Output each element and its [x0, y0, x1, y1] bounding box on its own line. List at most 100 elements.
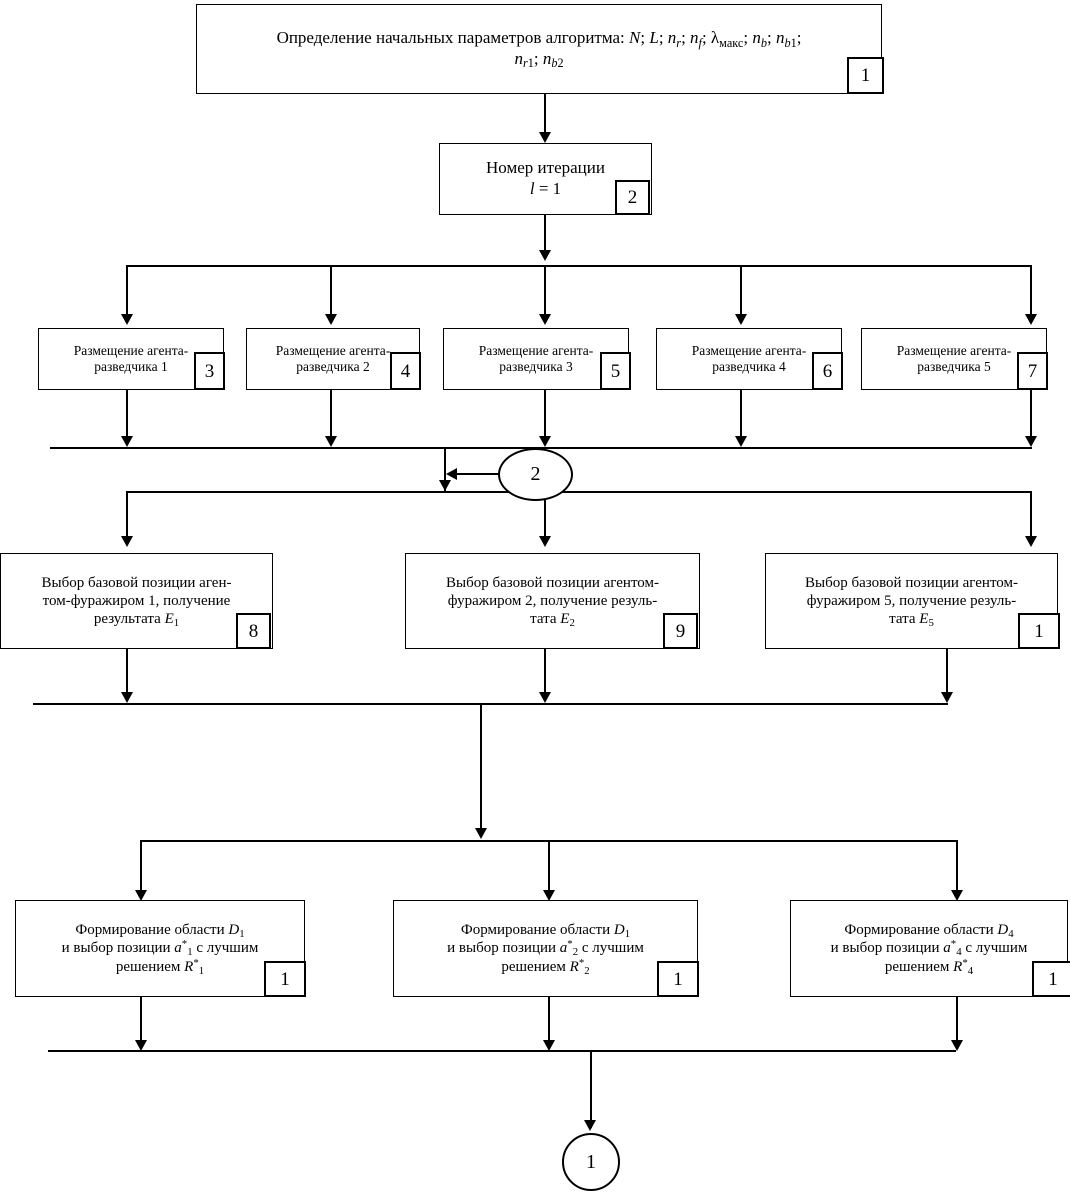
arrowhead-merge-to-connector-1 [584, 1120, 596, 1131]
connector-out-1: 1 [562, 1133, 620, 1191]
arrowhead-forager-5-to-bus [941, 692, 953, 703]
scout-4-line-1: Размещение агента- [691, 342, 807, 358]
arrowhead-bus-to-region-2 [543, 890, 555, 901]
arrowhead-scout-5-to-bus [1025, 436, 1037, 447]
node-region-2-text: Формирование области D1 и выбор позиции … [447, 922, 644, 977]
node-iteration-number: Номер итерации l = 1 [439, 143, 652, 215]
arrowhead-scout-1-to-bus [121, 436, 133, 447]
badge-step-9: 9 [663, 613, 698, 649]
bus-distribute-foragers [126, 491, 1032, 493]
bus-collect-foragers [33, 703, 948, 705]
arrowhead-bus-to-forager-5 [1025, 536, 1037, 547]
badge-step-1: 1 [847, 57, 884, 94]
badge-step-11: 1 [264, 961, 306, 997]
scout-5-line-1: Размещение агента- [896, 342, 1012, 358]
arrowhead-region-2-to-bus [543, 1040, 555, 1051]
scout-3-line-1: Размещение агента- [478, 342, 594, 358]
arrowhead-foragers-merge-drop [475, 828, 487, 839]
edge-bus-to-scout-4 [740, 265, 742, 317]
arrowhead-merge-to-bus-foragers [439, 480, 451, 491]
badge-step-12: 1 [657, 961, 699, 997]
arrowhead-bus-to-forager-1 [121, 536, 133, 547]
node-scout-4: Размещение агента- разведчика 4 [656, 328, 842, 390]
badge-step-3: 3 [194, 352, 225, 390]
node-initial-parameters-text: Определение начальных параметров алгорит… [276, 28, 802, 71]
arrowhead-scout-3-to-bus [539, 436, 551, 447]
arrowhead-forager-2-to-bus [539, 692, 551, 703]
edge-scout-3-to-bus [544, 390, 546, 440]
edge-region-2-to-bus [548, 997, 550, 1045]
node-forager-2-text: Выбор базовой позиции агентом-фуражиром … [445, 574, 660, 630]
edge-region-1-to-bus [140, 997, 142, 1045]
edge-forager-5-to-bus [946, 649, 948, 697]
edge-bus-to-scout-5 [1030, 265, 1032, 317]
bus-distribute-scouts [126, 265, 1032, 267]
edge-scout-1-to-bus [126, 390, 128, 440]
edge-bus-to-region-4 [956, 840, 958, 896]
edge-iteration-to-bus [544, 215, 546, 253]
node-forager-1-text: Выбор базовой позиции аген-том-фуражиром… [41, 574, 232, 630]
bus-collect-scouts [50, 447, 1032, 449]
scout-1-line-2: разведчика 1 [94, 359, 168, 374]
badge-step-10: 1 [1018, 613, 1060, 649]
node-iteration-number-text: Номер итерации l = 1 [486, 158, 605, 198]
badge-step-13: 1 [1032, 961, 1070, 997]
edge-bus-to-forager-1 [126, 491, 128, 541]
scout-2-line-1: Размещение агента- [275, 342, 391, 358]
arrowhead-scout-2-to-bus [325, 436, 337, 447]
edge-bus-to-scout-3 [544, 265, 546, 317]
node-region-4-text: Формирование области D4 и выбор позиции … [830, 922, 1028, 977]
node-scout-1: Размещение агента- разведчика 1 [38, 328, 224, 390]
arrowhead-bus-to-region-4 [951, 890, 963, 901]
edge-merge-to-bus-foragers [444, 447, 446, 492]
node-initial-parameters: Определение начальных параметров алгорит… [196, 4, 882, 94]
badge-step-2: 2 [615, 180, 650, 215]
arrowhead-forager-1-to-bus [121, 692, 133, 703]
arrowhead-bus-to-region-1 [135, 890, 147, 901]
edge-scout-2-to-bus [330, 390, 332, 440]
edge-start-to-iteration [544, 94, 546, 136]
badge-step-8: 8 [236, 613, 271, 649]
badge-step-4: 4 [390, 352, 421, 390]
edge-bus-to-scout-2 [330, 265, 332, 317]
edge-forager-2-to-bus [544, 649, 546, 697]
scout-5-line-2: разведчика 5 [917, 359, 991, 374]
arrowhead-bus-to-scout-3 [539, 314, 551, 325]
badge-step-5: 5 [600, 352, 631, 390]
node-scout-5-text: Размещение агента- разведчика 5 [868, 343, 1040, 376]
iteration-line-1: Номер итерации [486, 158, 605, 178]
bus-collect-regions [48, 1050, 956, 1052]
edge-bus-to-forager-2 [544, 491, 546, 541]
edge-scout-5-to-bus [1030, 390, 1032, 440]
node-forager-5: Выбор базовой позиции агентом-фуражиром … [765, 553, 1058, 649]
arrowhead-start-to-iteration [539, 132, 551, 143]
node-region-4: Формирование области D4 и выбор позиции … [790, 900, 1068, 997]
node-scout-3-text: Размещение агента- разведчика 3 [450, 343, 622, 376]
node-scout-3: Размещение агента- разведчика 3 [443, 328, 629, 390]
edge-connector-2-to-merge [456, 473, 501, 475]
arrowhead-iteration-to-bus [539, 250, 551, 261]
arrowhead-bus-to-scout-2 [325, 314, 337, 325]
node-forager-1: Выбор базовой позиции аген-том-фуражиром… [0, 553, 273, 649]
arrowhead-region-1-to-bus [135, 1040, 147, 1051]
edge-scout-4-to-bus [740, 390, 742, 440]
node-region-1: Формирование области D1 и выбор позиции … [15, 900, 305, 997]
node-scout-2-text: Размещение агента- разведчика 2 [253, 343, 413, 376]
node-scout-4-text: Размещение агента- разведчика 4 [663, 343, 835, 376]
arrowhead-region-4-to-bus [951, 1040, 963, 1051]
arrowhead-connector-2-to-merge [446, 468, 457, 480]
node-region-2: Формирование области D1 и выбор позиции … [393, 900, 698, 997]
badge-step-6: 6 [812, 352, 843, 390]
arrowhead-scout-4-to-bus [735, 436, 747, 447]
edge-forager-1-to-bus [126, 649, 128, 697]
badge-step-7: 7 [1017, 352, 1048, 390]
arrowhead-bus-to-scout-5 [1025, 314, 1037, 325]
edge-foragers-merge-drop [480, 703, 482, 834]
node-forager-2: Выбор базовой позиции агентом-фуражиром … [405, 553, 700, 649]
edge-bus-to-region-1 [140, 840, 142, 896]
node-scout-5: Размещение агента- разведчика 5 [861, 328, 1047, 390]
edge-merge-to-connector-1 [590, 1050, 592, 1128]
node-scout-1-text: Размещение агента- разведчика 1 [45, 343, 217, 376]
connector-in-2: 2 [498, 448, 573, 501]
